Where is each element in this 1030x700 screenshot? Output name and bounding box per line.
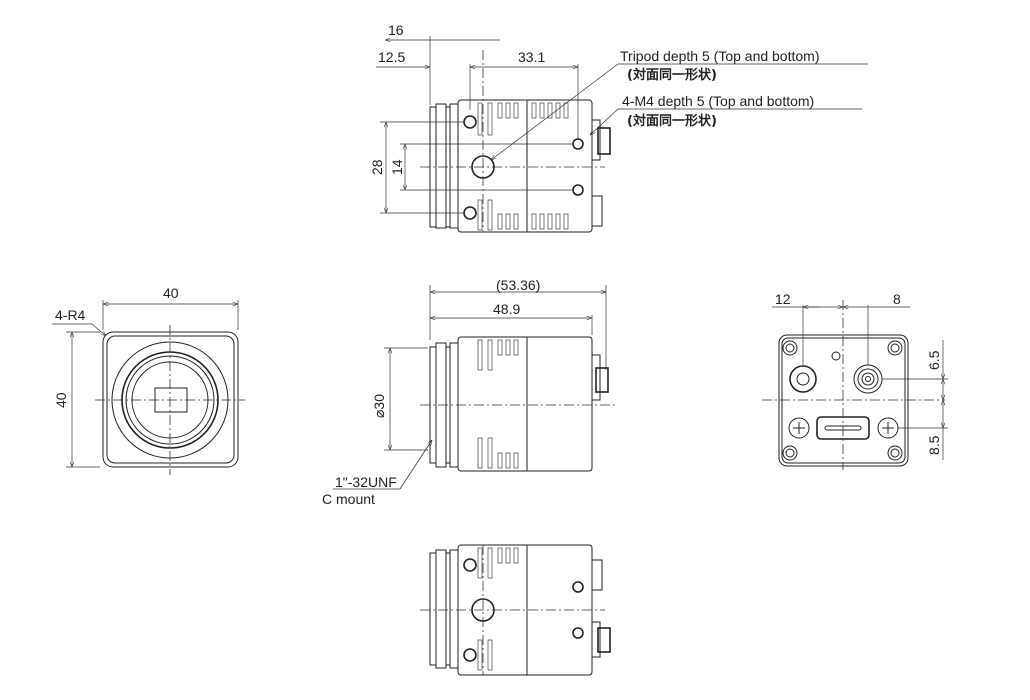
callout-tripod-jp: (対面同一形状) — [627, 67, 717, 83]
dim-33-1: 33.1 — [518, 49, 545, 65]
side-view: (53.36) 48.9 ⌀30 1"-32UNF C mount — [322, 277, 615, 507]
dim-diameter: ⌀30 — [371, 394, 387, 418]
dim-6-5: 6.5 — [926, 350, 942, 370]
dim-body-length: 48.9 — [493, 301, 520, 317]
callout-tripod: Tripod depth 5 (Top and bottom) — [620, 48, 820, 64]
dim-12: 12 — [775, 291, 791, 307]
dim-16: 16 — [388, 22, 404, 38]
dim-8-5: 8.5 — [926, 435, 942, 455]
dim-front-width: 40 — [163, 285, 179, 301]
dim-12-5: 12.5 — [378, 49, 405, 65]
dim-8: 8 — [893, 291, 901, 307]
dim-28: 28 — [369, 159, 385, 175]
callout-m4-jp: (対面同一形状) — [627, 113, 717, 129]
mount-label: C mount — [322, 491, 375, 507]
bottom-view — [420, 544, 611, 676]
thread-label: 1"-32UNF — [335, 474, 397, 490]
m4-hole — [572, 138, 584, 150]
m4-hole — [572, 184, 584, 196]
front-view: 40 40 4-R4 — [52, 285, 245, 475]
dim-front-height: 40 — [53, 392, 69, 408]
corner-radius-label: 4-R4 — [55, 307, 86, 323]
callout-m4: 4-M4 depth 5 (Top and bottom) — [622, 93, 814, 109]
screw-hole — [463, 206, 477, 220]
back-view: 12 8 6.5 8.5 — [762, 291, 948, 470]
dim-14: 14 — [389, 159, 405, 175]
screw-hole — [463, 115, 477, 129]
dim-overall-length: (53.36) — [496, 277, 540, 293]
top-view: 16 12.5 33.1 28 14 Tripod depth 5 (Top a… — [369, 22, 868, 233]
